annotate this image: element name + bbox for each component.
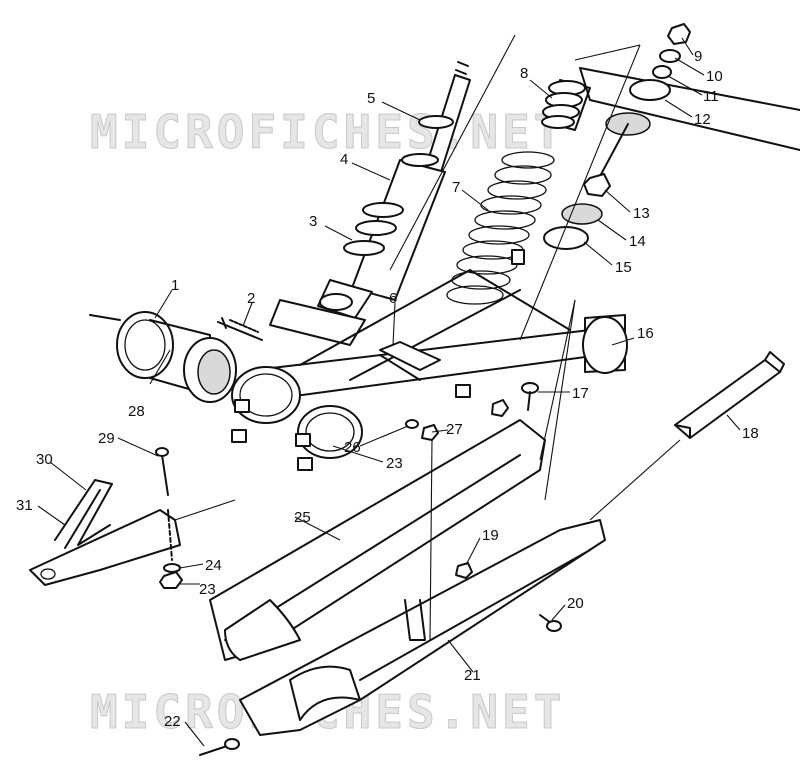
assembly-lines [174, 34, 681, 641]
callout-10: 10 [706, 68, 723, 85]
callout-11: 11 [703, 88, 719, 105]
callout-3: 3 [309, 213, 317, 230]
callout-16: 16 [637, 325, 654, 342]
callout-labels: 1 2 3 4 5 6 7 8 9 10 11 12 13 14 15 16 1… [16, 48, 759, 730]
callout-4: 4 [340, 151, 348, 168]
callout-9: 9 [694, 48, 702, 65]
callout-7: 7 [452, 179, 460, 196]
callout-1: 1 [171, 277, 179, 294]
callout-24: 24 [205, 557, 222, 574]
callout-12: 12 [694, 111, 711, 128]
shock-absorber [317, 61, 471, 319]
callout-5: 5 [367, 90, 375, 107]
callout-27: 27 [446, 421, 463, 438]
pivot-bushings [89, 311, 263, 403]
callout-6: 6 [389, 290, 397, 307]
square-tube [674, 351, 785, 439]
swing-arm-frame [231, 249, 628, 471]
callout-25: 25 [294, 509, 311, 526]
upper-mount [543, 23, 800, 250]
chain-guard [209, 419, 606, 736]
coil-spring [446, 79, 591, 305]
callout-8: 8 [520, 65, 528, 82]
callout-20: 20 [567, 595, 584, 612]
callout-13: 13 [633, 205, 650, 222]
callout-18: 18 [742, 425, 759, 442]
callout-23-lower: 23 [199, 581, 216, 598]
callout-31: 31 [16, 497, 33, 514]
callout-14: 14 [629, 233, 646, 250]
callout-28: 28 [128, 403, 145, 420]
callout-19: 19 [482, 527, 499, 544]
callout-30: 30 [36, 451, 53, 468]
callout-2: 2 [247, 290, 255, 307]
watermark-top: MICROFICHES.NET [90, 105, 565, 159]
callout-29: 29 [98, 430, 115, 447]
mount-bracket [29, 447, 183, 589]
small-hardware [199, 382, 562, 756]
callout-15: 15 [615, 259, 632, 276]
callout-26: 26 [344, 439, 361, 456]
callout-leaders [37, 37, 741, 747]
callout-17: 17 [572, 385, 589, 402]
callout-22: 22 [164, 713, 181, 730]
callout-21: 21 [464, 667, 481, 684]
callout-23-upper: 23 [386, 455, 403, 472]
